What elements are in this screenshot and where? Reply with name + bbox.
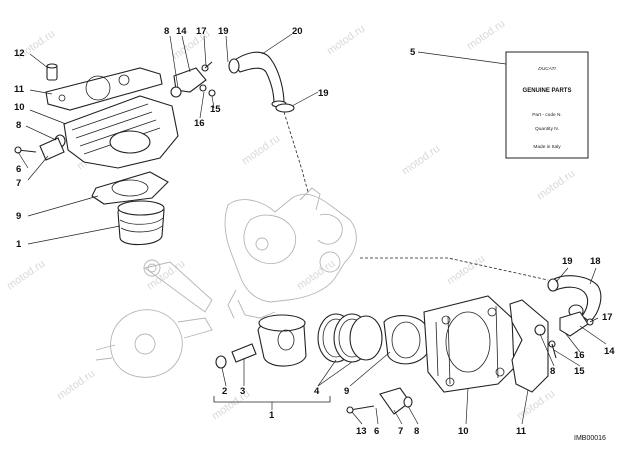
callout-16-right: 16	[574, 350, 585, 361]
watermark-text: motod.ru	[55, 368, 97, 403]
callout-14: 14	[176, 26, 187, 37]
callout-numbers: 12 11 10 8 6 7 9 1 8 14 17 19 20 16 15 1…	[14, 26, 615, 437]
engine-crankcase-outline	[224, 187, 357, 319]
callout-17: 17	[196, 26, 207, 37]
leader-lines	[17, 33, 607, 425]
callout-6: 6	[16, 164, 21, 175]
callout-8-right: 8	[550, 366, 555, 377]
callout-10-bottom: 10	[458, 426, 469, 437]
callout-8-bottom: 8	[414, 426, 419, 437]
watermark-text: motod.ru	[535, 168, 577, 203]
callout-8-top: 8	[164, 26, 169, 37]
callout-11: 11	[14, 84, 25, 95]
label-title: GENUINE PARTS	[523, 88, 572, 94]
callout-8: 8	[16, 120, 21, 131]
brand-logo-text: DUCATI	[538, 66, 556, 72]
watermark-text: motod.ru	[295, 258, 337, 293]
cylinder-lower-assembly	[213, 257, 602, 415]
drawing-code: IMB00016	[574, 435, 606, 442]
watermark-text: motod.ru	[400, 143, 442, 178]
callout-19: 19	[218, 26, 229, 37]
genuine-parts-label: DUCATI GENUINE PARTS Part - code N. Quan…	[505, 51, 589, 159]
callout-2: 2	[222, 386, 227, 397]
callout-4: 4	[314, 386, 320, 397]
callout-19-right: 19	[562, 256, 573, 267]
callout-7: 7	[16, 178, 21, 189]
callout-14-right: 14	[604, 346, 615, 357]
cylinder-head-parts	[14, 61, 216, 246]
watermark-text: motod.ru	[240, 133, 282, 168]
callout-15-right: 15	[574, 366, 585, 377]
callout-6-bottom: 6	[374, 426, 379, 437]
callout-19-mid: 19	[318, 88, 329, 99]
callout-18: 18	[590, 256, 601, 267]
callout-1-bottom: 1	[269, 410, 275, 421]
callout-3: 3	[240, 386, 245, 397]
callout-12: 12	[14, 48, 25, 59]
callout-10: 10	[14, 102, 25, 113]
callout-9: 9	[16, 211, 21, 222]
callout-9-bottom: 9	[344, 386, 349, 397]
callout-7-bottom: 7	[398, 426, 403, 437]
oil-pipe-upper	[228, 51, 309, 193]
watermark-text: motod.ru	[515, 388, 557, 423]
watermark-text: motod.ru	[210, 388, 252, 423]
watermark-text: motod.ru	[5, 258, 47, 293]
callout-5: 5	[410, 47, 416, 58]
watermark-text: motod.ru	[465, 18, 507, 53]
callout-20: 20	[292, 26, 303, 37]
callout-11-bottom: 11	[516, 426, 527, 437]
watermark-text: motod.ru	[325, 23, 367, 58]
gasket-19-upper	[275, 103, 295, 113]
label-quantity: Quantity N.	[535, 126, 559, 132]
callout-13: 13	[356, 426, 367, 437]
label-part-code: Part - code N.	[532, 112, 562, 118]
callout-1: 1	[16, 239, 22, 250]
label-origin: Made in Italy	[533, 144, 561, 150]
crankshaft-and-connecting-rod	[95, 259, 213, 378]
callout-17-right: 17	[602, 312, 613, 323]
callout-15: 15	[210, 104, 221, 115]
callout-16: 16	[194, 118, 205, 129]
watermark-text: motod.ru	[445, 253, 487, 288]
